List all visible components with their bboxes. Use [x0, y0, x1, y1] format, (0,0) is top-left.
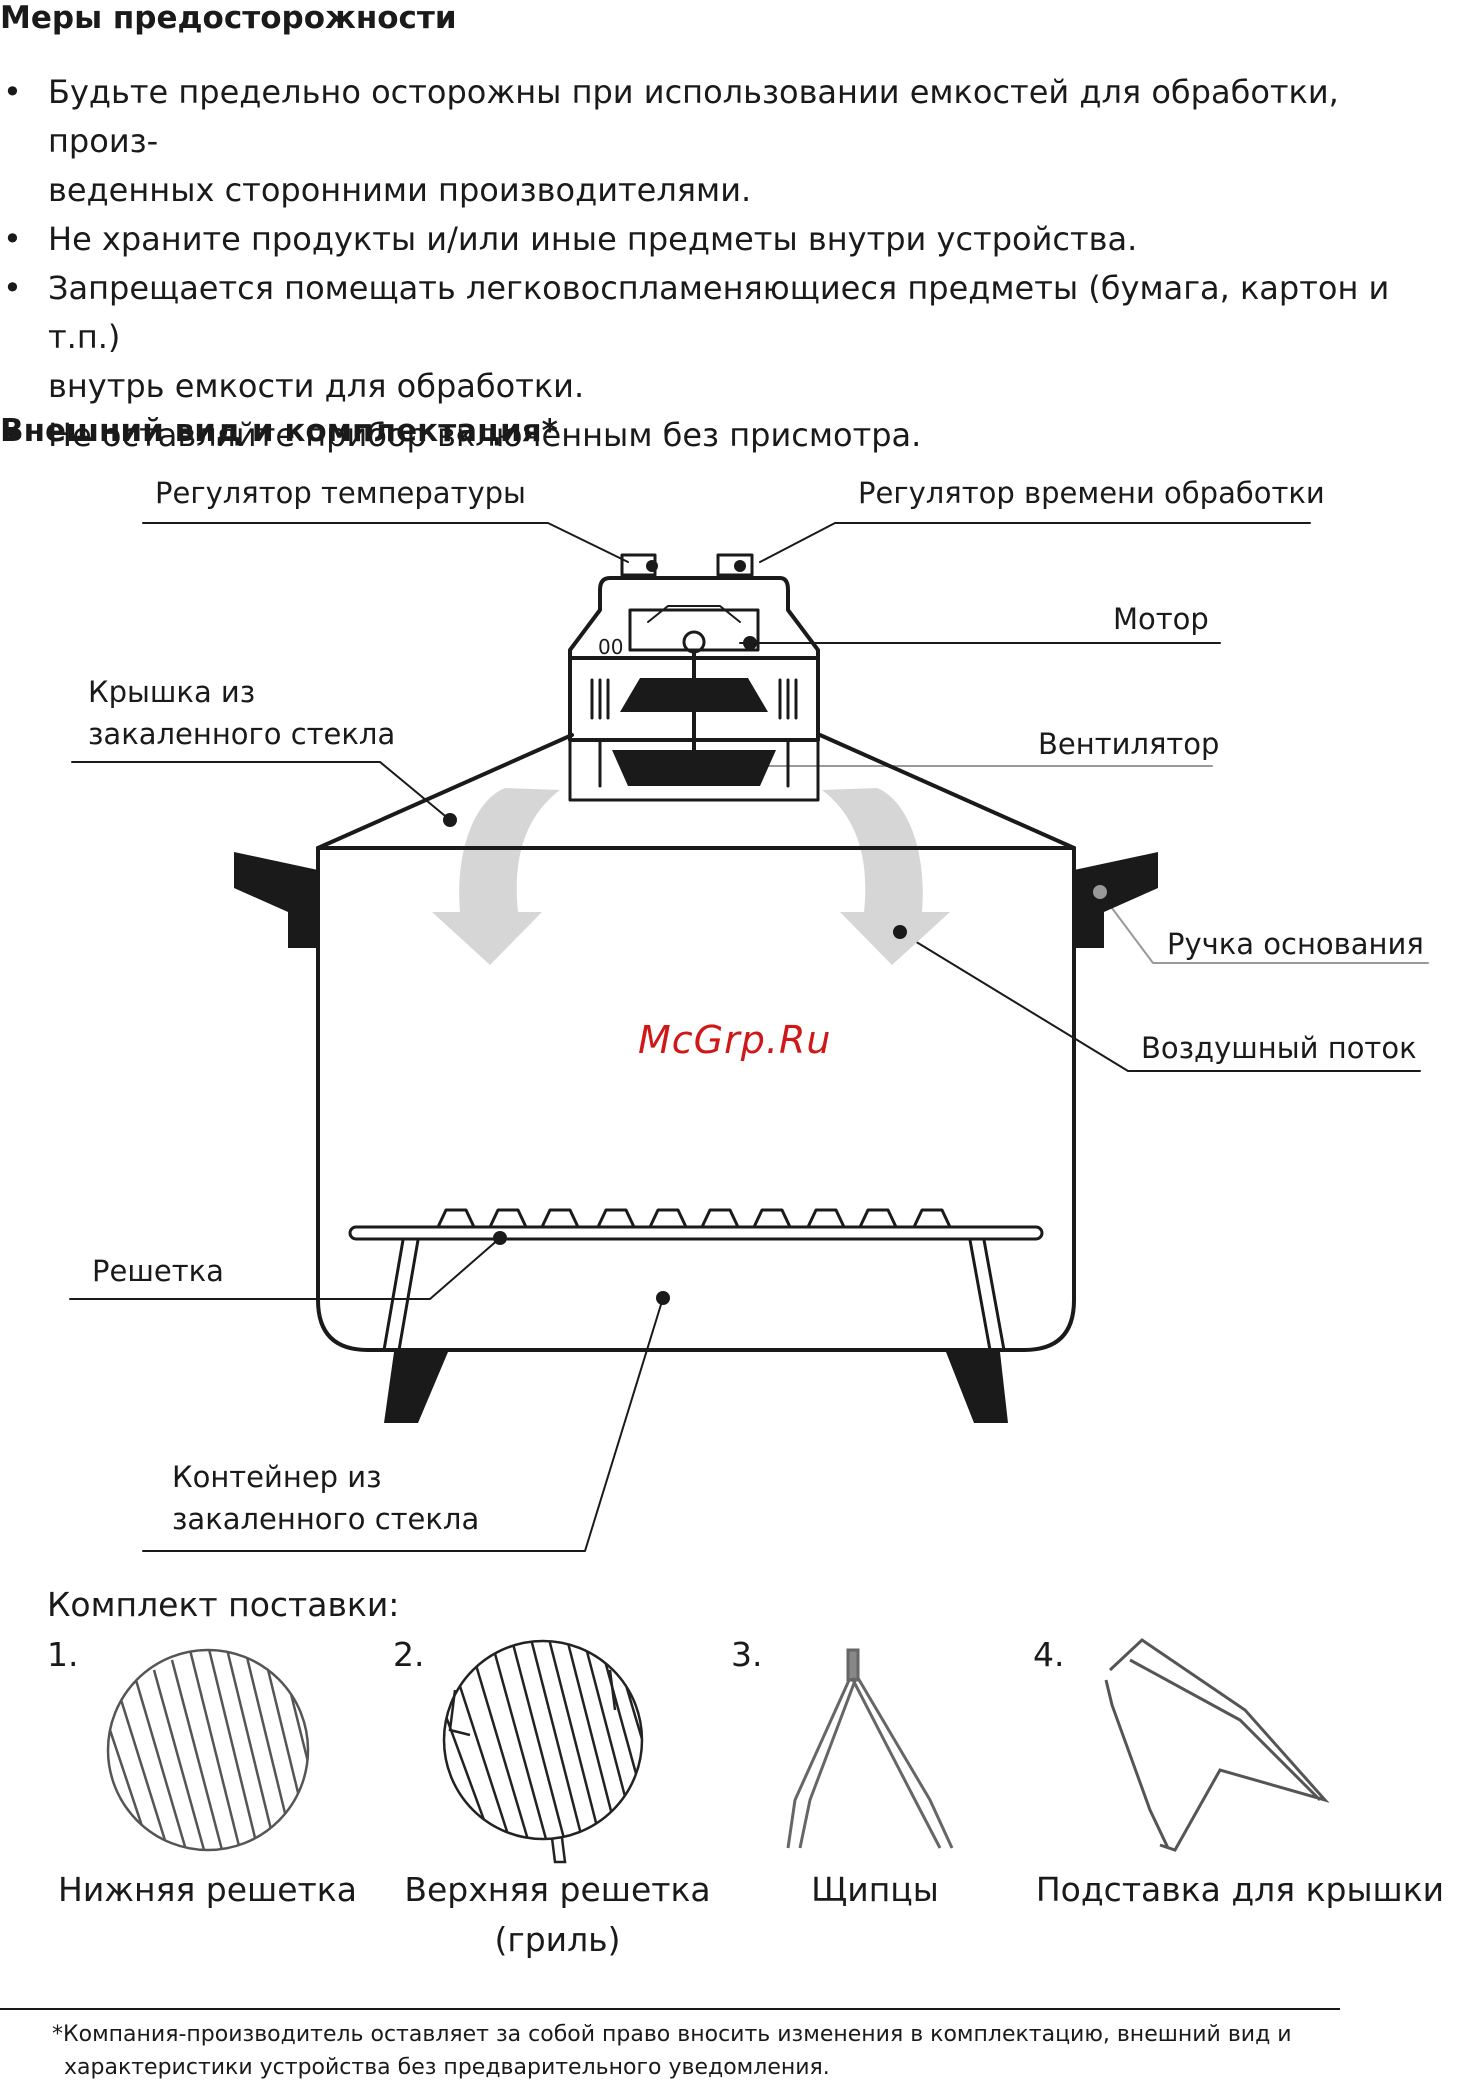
airflow-arrow-left: [432, 788, 560, 965]
bullet-mark: •: [3, 416, 22, 454]
leader-dots: [443, 560, 1107, 1305]
foot-right: [946, 1352, 1008, 1423]
lid-stand-illustration: [1104, 1638, 1330, 1852]
label-container-line2: закаленного стекла: [172, 1502, 480, 1536]
kit-item-number: 2.: [393, 1635, 425, 1674]
rack: [348, 1208, 1044, 1352]
svg-text:00: 00: [598, 635, 623, 659]
precaution-item: • Не оставляйте прибор включенным без пр…: [0, 411, 1458, 460]
precaution-line: внутрь емкости для обработки.: [48, 367, 585, 405]
label-time-regulator: Регулятор времени обработки: [858, 476, 1325, 510]
appearance-heading: Внешний вид и комплектация*: [0, 413, 558, 449]
kit-item-label-line2: (гриль): [494, 1920, 621, 1959]
precaution-line: Запрещается помещать легковоспламеняющие…: [48, 269, 1390, 356]
airflow-arrow-right: [822, 788, 950, 965]
precaution-line: веденных сторонними производителями.: [48, 171, 752, 209]
kit-item-number: 3.: [731, 1635, 763, 1674]
label-lid-line2: закаленного стекла: [88, 717, 396, 751]
kit-item-number: 1.: [47, 1635, 79, 1674]
label-motor: Мотор: [1113, 602, 1209, 636]
bullet-mark: •: [3, 269, 22, 307]
label-container-line1: Контейнер из: [172, 1460, 382, 1494]
precaution-item: • Будьте предельно осторожны при использ…: [0, 68, 1458, 215]
motor-head: 00: [568, 553, 820, 802]
kit-item-label: Щипцы: [811, 1870, 939, 1909]
precaution-line: Будьте предельно осторожны при использов…: [48, 73, 1339, 160]
upper-rack-illustration: [442, 1639, 644, 1864]
precaution-line: Не храните продукты и/или иные предметы …: [48, 220, 1138, 258]
kit-item-number: 4.: [1033, 1635, 1065, 1674]
bullet-mark: •: [3, 220, 22, 258]
footnote-divider: [0, 2008, 1340, 2010]
kit-illustrations: [106, 1638, 1330, 1864]
kit-heading: Комплект поставки:: [47, 1585, 400, 1624]
glass-lid: [316, 733, 1076, 850]
label-temperature-regulator: Регулятор температуры: [155, 476, 526, 510]
label-lid-line1: Крышка из: [88, 675, 256, 709]
kit-item-label: Нижняя решетка: [58, 1870, 357, 1909]
tongs-illustration: [786, 1648, 954, 1849]
precautions-list: • Будьте предельно осторожны при использ…: [0, 68, 1465, 460]
container-body: [316, 848, 1076, 1352]
leader-lines: [69, 522, 1429, 1552]
label-airflow: Воздушный поток: [1141, 1031, 1417, 1065]
footnote-line2: характеристики устройства без предварите…: [64, 2055, 830, 2080]
air-fryer-diagram: 00: [69, 522, 1429, 1552]
lower-rack-illustration: [106, 1648, 310, 1852]
base-handle-left: [234, 852, 318, 948]
label-base-handle: Ручка основания: [1167, 927, 1424, 961]
bullet-mark: •: [3, 73, 22, 111]
precaution-item: • Не храните продукты и/или иные предмет…: [0, 215, 1458, 264]
precautions-heading: Меры предосторожности: [0, 0, 457, 36]
precaution-item: • Запрещается помещать легковоспламеняющ…: [0, 264, 1458, 411]
label-rack: Решетка: [92, 1254, 224, 1288]
precaution-line: Не оставляйте прибор включенным без прис…: [48, 416, 922, 454]
label-fan: Вентилятор: [1038, 727, 1220, 761]
footnote-line1: *Компания-производитель оставляет за соб…: [52, 2022, 1292, 2047]
kit-item-label: Верхняя решетка: [404, 1870, 711, 1909]
watermark: McGrp.Ru: [638, 1018, 832, 1062]
foot-left: [384, 1352, 448, 1423]
kit-item-label: Подставка для крышки: [1035, 1870, 1445, 1909]
base-handle-right: [1074, 852, 1158, 948]
